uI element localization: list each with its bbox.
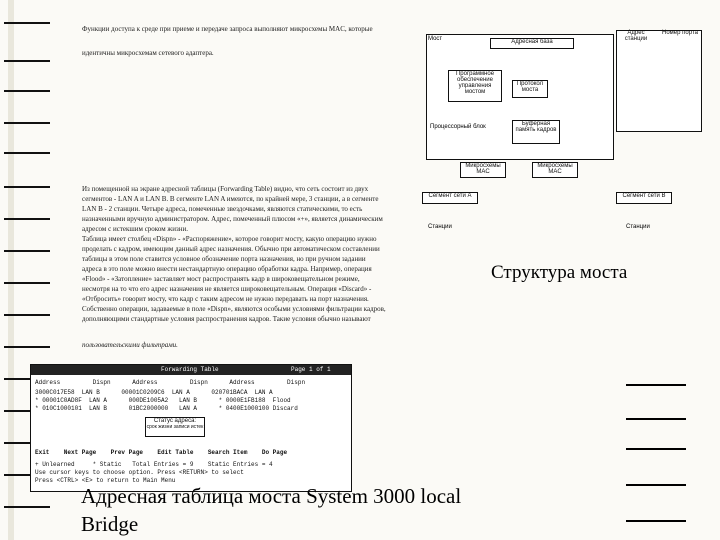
intro-line: идентичны микросхемам сетевого адаптера. (82, 49, 214, 57)
body-line: Из помещенной на экране адресной таблицы… (82, 185, 369, 193)
table-row: * 00001C0AD8F LAN A 000DE1005A2 LAN B * … (35, 397, 291, 404)
protocol-box: Протокол моста (512, 80, 548, 98)
table-row: 3000C017E58 LAN B 00001C0209C6 LAN A 020… (35, 389, 273, 396)
body-line: таблицы в этом поле ставится условное об… (82, 255, 366, 263)
intro-line: Функции доступа к среде при приеме и пер… (82, 25, 373, 33)
table-title-bar (31, 365, 351, 375)
right-rail-line (626, 520, 686, 522)
forwarding-table-screenshot: Forwarding Table Page 1 of 1 Address Dis… (30, 364, 352, 492)
body-line: адресом с истекшим сроком жизни. (82, 225, 188, 233)
right-rail-line (626, 384, 686, 386)
right-rail-line (626, 448, 686, 450)
table-header: Address Dispn Address Dispn Address Disp… (35, 379, 306, 386)
body-line: проделать с кадром, имеющим данный адрес… (82, 245, 380, 253)
left-margin-band (8, 0, 14, 540)
address-col-label: Адрес станции (624, 30, 648, 42)
body-line: Таблица имеет столбец «Dispn» - «Распоря… (82, 235, 377, 243)
address-table-box (616, 30, 702, 132)
processor-label: Процессорный блок (430, 124, 486, 130)
bridge-diagram: Мост Адресная база Программное обеспечен… (420, 28, 710, 258)
software-box: Программное обеспечение управления мосто… (448, 70, 502, 102)
segment-a-box: Сегмент сети А (422, 192, 478, 204)
status-sub: срок жизни записи истек (146, 424, 204, 430)
body-line: Собственно операции, задаваемые в поле «… (82, 305, 386, 313)
body-line: назначенными вручную администратором. Ад… (82, 215, 383, 223)
body-line: несмотря на то что его адрес назначения … (82, 285, 372, 293)
port-col-label: Номер порта (662, 30, 698, 36)
body-line: адреса в это поле можно внести нестандар… (82, 265, 372, 273)
status-label: Статус адреса: (153, 418, 197, 424)
decorative-rail (0, 0, 72, 540)
stations-label-a: Станции (428, 224, 452, 230)
table-title: Forwarding Table (161, 366, 219, 373)
table-footer: Use cursor keys to choose option. Press … (35, 469, 244, 476)
table-menu: Exit Next Page Prev Page Edit Table Sear… (35, 449, 288, 456)
body-line: дополняющими стандартные условия распрос… (82, 315, 371, 323)
table-row: * 010C1000101 LAN B 01BC2000000 LAN A * … (35, 405, 298, 412)
body-line: «Отбросить» говорит мосту, что кадр с та… (82, 295, 369, 303)
table-footer: + Unlearned * Static Total Entries = 9 S… (35, 461, 273, 468)
slide-caption: Адресная таблица моста System 3000 local… (81, 484, 462, 536)
address-base-box: Адресная база (490, 38, 574, 49)
segment-b-box: Сегмент сети В (616, 192, 672, 204)
body-line: сегментов - LAN A и LAN B. В сегменте LA… (82, 195, 379, 203)
right-rail-line (626, 484, 686, 486)
bridge-label: Мост (428, 36, 443, 42)
body-line: LAN B - 2 станции. Четыре адреса, помече… (82, 205, 363, 213)
mac-box-b: Микросхемы MAC (532, 162, 578, 178)
stations-label-b: Станции (626, 224, 650, 230)
italic-line: пользовательскими фильтрами. (82, 341, 178, 349)
slide-title: Структура моста (491, 262, 628, 283)
table-page: Page 1 of 1 (291, 366, 331, 373)
table-footer: Press <CTRL> <E> to return to Main Menu (35, 477, 176, 484)
status-callout: Статус адреса: срок жизни записи истек (145, 417, 205, 437)
body-text: Из помещенной на экране адресной таблицы… (82, 184, 422, 350)
body-line: «Flood» - «Затопление» заставляет мост р… (82, 275, 360, 283)
right-rail-line (626, 418, 686, 420)
buffer-box: Буферная память кадров (512, 120, 560, 144)
mac-box-a: Микросхемы MAC (460, 162, 506, 178)
intro-text: Функции доступа к среде при приеме и пер… (82, 24, 422, 58)
